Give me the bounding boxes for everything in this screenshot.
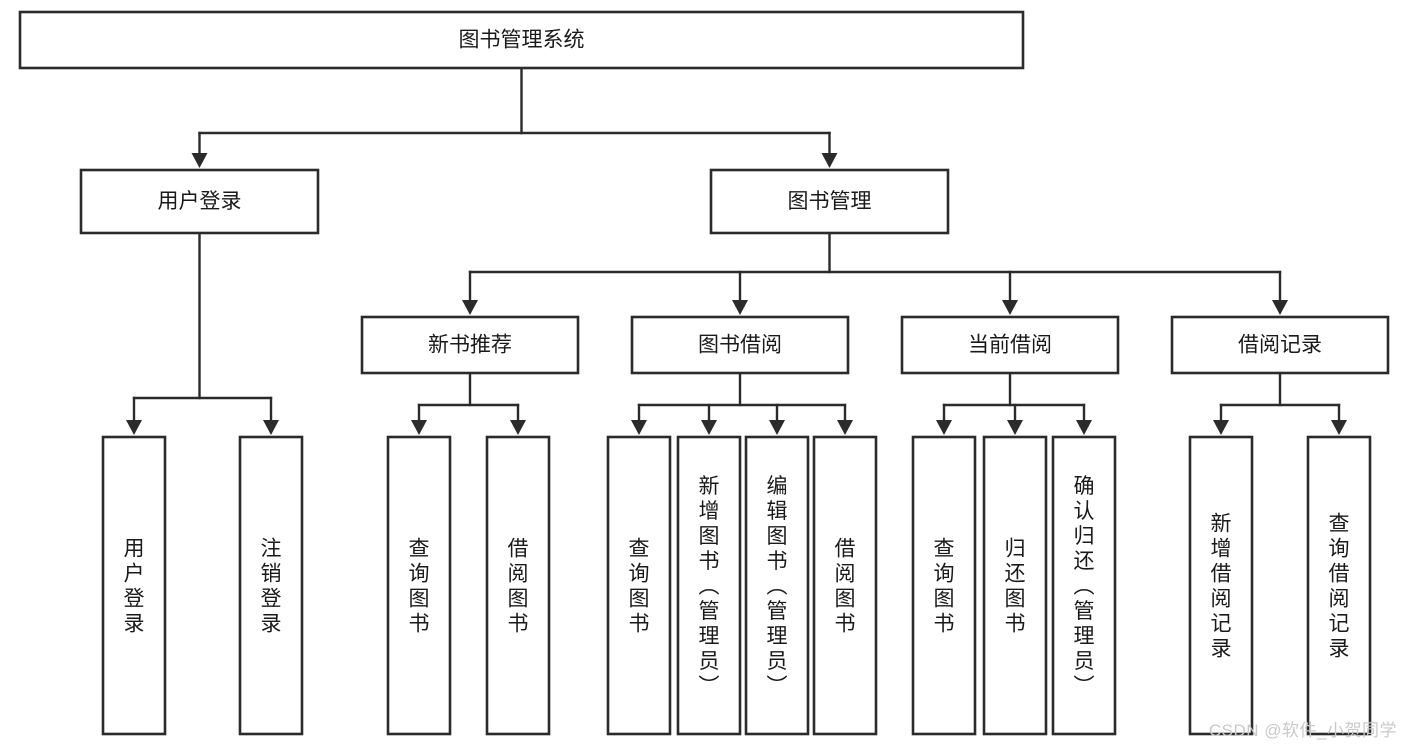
arrow-head-icon <box>510 420 526 435</box>
node-label: 确认归还︵管理员︶ <box>1074 475 1095 698</box>
node-leaf-query-book-current[interactable]: 查询图书 <box>911 435 977 736</box>
node-current-borrow[interactable]: 当前借阅 <box>900 315 1120 375</box>
node-rect <box>386 435 452 736</box>
node-rect <box>744 435 810 736</box>
connector-edges <box>126 66 1347 435</box>
node-label: 查询图书 <box>934 538 955 636</box>
node-boxes: 图书管理系统用户登录图书管理新书推荐图书借阅当前借阅借阅记录用户登录注销登录查询… <box>18 10 1390 736</box>
node-leaf-borrow-book[interactable]: 借阅图书 <box>812 435 878 736</box>
node-label: 新书推荐 <box>428 334 512 357</box>
watermark-label: CSDN @软件_小贺同学 <box>1208 721 1397 740</box>
arrow-head-icon <box>411 420 427 435</box>
node-leaf-user-login[interactable]: 用户登录 <box>101 435 167 736</box>
arrow-head-icon <box>1007 420 1023 435</box>
arrow-head-icon <box>769 420 785 435</box>
node-rect <box>101 435 167 736</box>
arrow-head-icon <box>1272 300 1288 315</box>
node-label: 图书管理系统 <box>459 29 585 52</box>
node-label: 借阅图书 <box>508 538 529 636</box>
node-label: 查询图书 <box>629 538 650 636</box>
node-leaf-query-borrow-record[interactable]: 查询借阅记录 <box>1306 435 1372 736</box>
node-user-login[interactable]: 用户登录 <box>79 168 320 235</box>
node-rect <box>900 315 1120 375</box>
arrow-head-icon <box>631 420 647 435</box>
node-label: 查询图书 <box>409 538 430 636</box>
node-leaf-confirm-return[interactable]: 确认归还︵管理员︶ <box>1051 435 1117 736</box>
node-rect <box>676 435 742 736</box>
node-rect <box>1051 435 1117 736</box>
node-label: 新增借阅记录 <box>1211 513 1232 661</box>
node-new-book-recommend[interactable]: 新书推荐 <box>360 315 580 375</box>
node-rect <box>630 315 850 375</box>
arrow-head-icon <box>126 420 142 435</box>
node-rect <box>1306 435 1372 736</box>
arrow-head-icon <box>821 153 838 168</box>
node-rect <box>238 435 304 736</box>
arrow-head-icon <box>462 300 478 315</box>
node-label: 查询借阅记录 <box>1329 513 1350 661</box>
arrow-head-icon <box>701 420 717 435</box>
node-book-management[interactable]: 图书管理 <box>709 168 950 235</box>
node-label: 归还图书 <box>1005 538 1026 636</box>
arrow-head-icon <box>732 300 748 315</box>
node-rect <box>79 168 320 235</box>
arrow-head-icon <box>1331 420 1347 435</box>
node-leaf-query-book-rec[interactable]: 查询图书 <box>386 435 452 736</box>
node-root-root[interactable]: 图书管理系统 <box>18 10 1025 70</box>
arrow-head-icon <box>837 420 853 435</box>
node-leaf-edit-book[interactable]: 编辑图书︵管理员︶ <box>744 435 810 736</box>
node-rect <box>606 435 672 736</box>
node-label: 编辑图书︵管理员︶ <box>767 475 788 698</box>
node-rect <box>709 168 950 235</box>
node-leaf-add-book[interactable]: 新增图书︵管理员︶ <box>676 435 742 736</box>
node-leaf-borrow-book-rec[interactable]: 借阅图书 <box>485 435 551 736</box>
node-label: 用户登录 <box>124 538 145 636</box>
arrow-head-icon <box>1213 420 1229 435</box>
node-rect <box>18 10 1025 70</box>
arrow-head-icon <box>263 420 279 435</box>
node-rect <box>1170 315 1390 375</box>
node-rect <box>911 435 977 736</box>
node-rect <box>360 315 580 375</box>
node-book-borrow[interactable]: 图书借阅 <box>630 315 850 375</box>
node-leaf-return-book[interactable]: 归还图书 <box>982 435 1048 736</box>
arrow-head-icon <box>936 420 952 435</box>
node-rect <box>1188 435 1254 736</box>
node-label: 新增图书︵管理员︶ <box>699 475 720 698</box>
node-leaf-logout[interactable]: 注销登录 <box>238 435 304 736</box>
node-borrow-record[interactable]: 借阅记录 <box>1170 315 1390 375</box>
node-label: 借阅记录 <box>1238 334 1322 357</box>
node-rect <box>982 435 1048 736</box>
node-label: 图书借阅 <box>698 334 782 357</box>
node-label: 注销登录 <box>261 538 282 636</box>
node-label: 借阅图书 <box>835 538 856 636</box>
node-label: 用户登录 <box>158 190 242 213</box>
arrow-head-icon <box>191 153 208 168</box>
node-label: 图书管理 <box>788 190 872 213</box>
node-label: 当前借阅 <box>968 334 1052 357</box>
node-rect <box>485 435 551 736</box>
arrow-head-icon <box>1002 300 1018 315</box>
node-leaf-add-borrow-record[interactable]: 新增借阅记录 <box>1188 435 1254 736</box>
node-leaf-query-book-borrow[interactable]: 查询图书 <box>606 435 672 736</box>
arrow-head-icon <box>1076 420 1092 435</box>
node-rect <box>812 435 878 736</box>
